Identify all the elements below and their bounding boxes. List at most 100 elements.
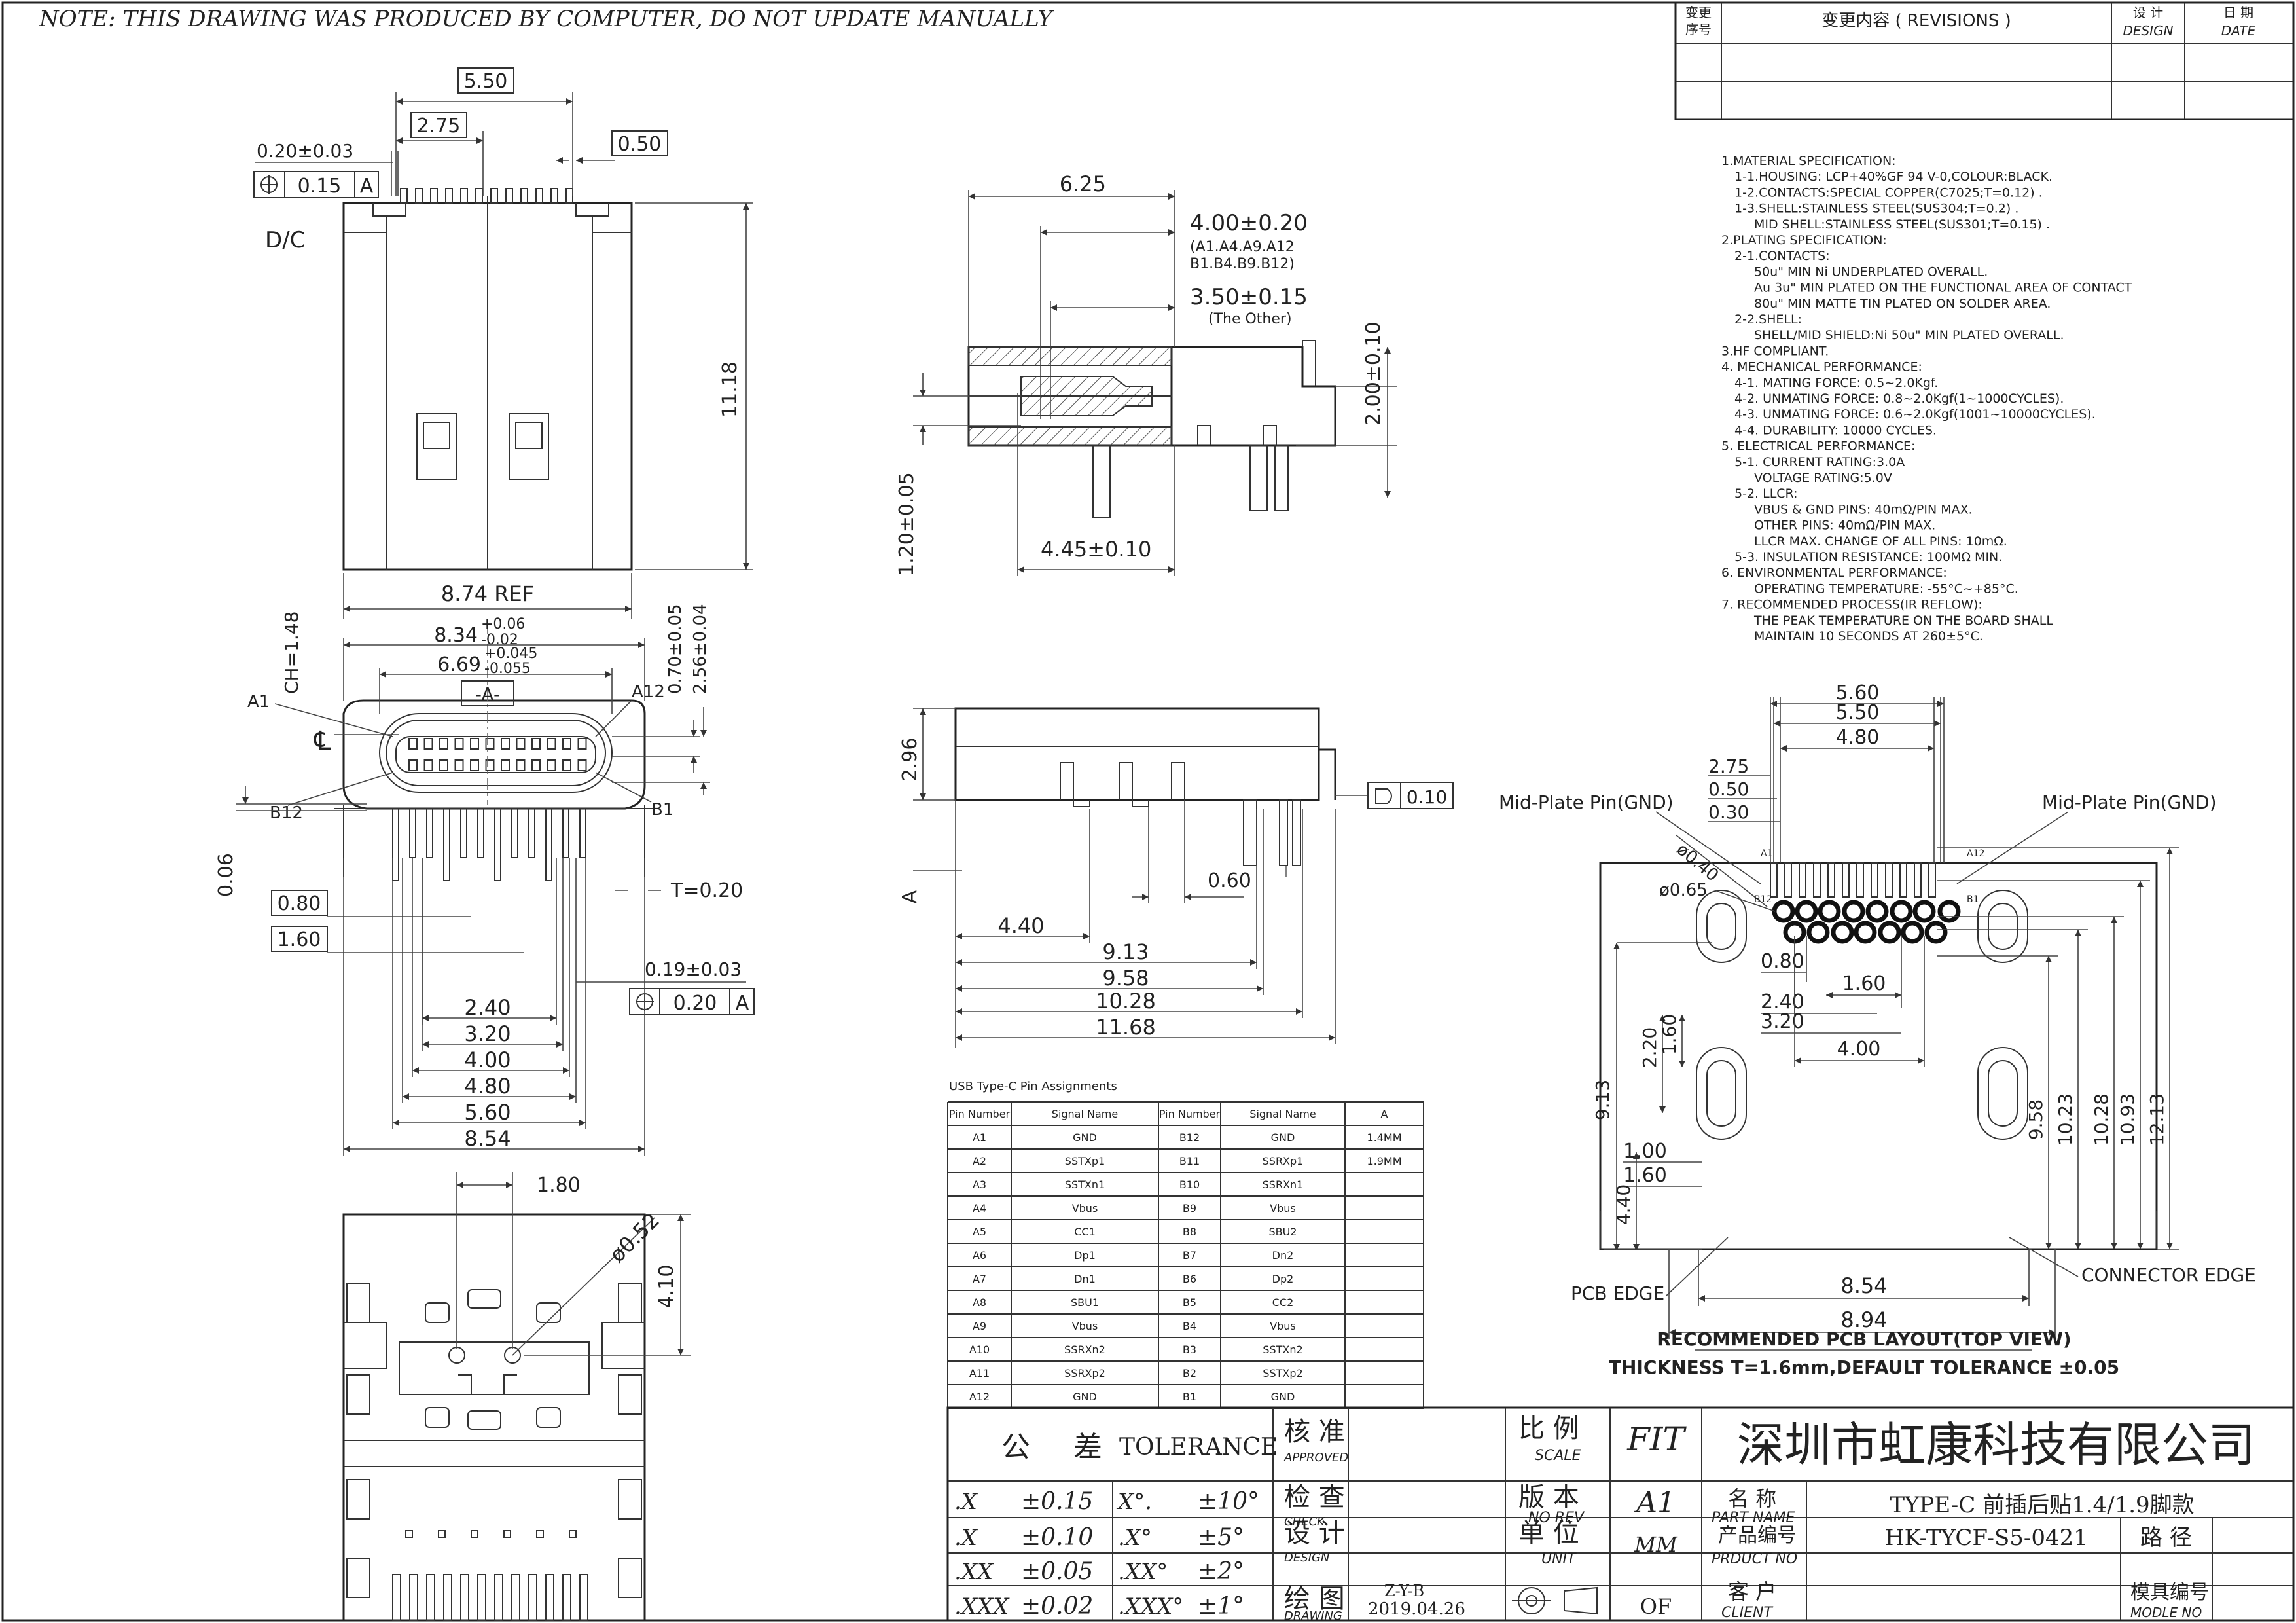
table-cell: B7	[1183, 1249, 1196, 1262]
tol-key: .XX	[954, 1559, 994, 1585]
front-tail	[528, 808, 535, 858]
spec-line: 3.HF COMPLIANT.	[1721, 344, 1829, 358]
design-en: DESIGN	[1284, 1551, 1329, 1565]
dim-1-60: 1.60	[1842, 972, 1886, 995]
dim-0-06: 0.06	[215, 853, 238, 897]
dim-2-75: 2.75	[417, 115, 461, 137]
check-en: CHECK	[1284, 1515, 1325, 1529]
dim-5-50: 5.50	[1836, 701, 1880, 724]
dim-4-00: 4.00±0.20	[1190, 210, 1308, 236]
dim-2-40: 2.40	[1761, 991, 1804, 1013]
bottom-pad	[503, 1530, 511, 1538]
tol-angle-key: X°.	[1116, 1489, 1152, 1515]
fcf-front-datum: A	[736, 992, 749, 1015]
dim-dia-0-65: ø0.65	[1659, 881, 1708, 900]
side-stack-label: 9.58	[1102, 966, 1149, 991]
partname-en: PART NAME	[1712, 1510, 1795, 1526]
dim-1-00: 1.00	[1623, 1140, 1667, 1163]
spec-line: 4. MECHANICAL PERFORMANCE:	[1721, 360, 1922, 374]
table-cell: SSRXn2	[1064, 1343, 1105, 1356]
table-header: A	[1381, 1108, 1388, 1120]
pcb-vertical-dim: 10.93	[2117, 1093, 2138, 1146]
table-cell: A4	[973, 1202, 986, 1214]
pcb-slot-inner	[1988, 903, 2018, 950]
table-cell: GND	[1271, 1131, 1295, 1144]
table-cell: Dn2	[1272, 1249, 1294, 1262]
table-header: Pin Number	[949, 1108, 1011, 1120]
dim-11-18: 11.18	[719, 361, 742, 418]
bottom-tab	[346, 1374, 370, 1415]
dim-4-45: 4.45±0.10	[1041, 537, 1151, 562]
tol-key: .X	[954, 1525, 978, 1551]
top-pin	[520, 188, 528, 204]
company-name: 深圳市虹康科技有限公司	[1737, 1417, 2255, 1472]
pcb-a1: A1	[1761, 848, 1772, 859]
bottom-lead	[579, 1574, 588, 1621]
table-cell: Vbus	[1072, 1320, 1098, 1332]
stack-dim-label: 5.60	[464, 1100, 511, 1125]
pcb-pad-top	[1827, 862, 1835, 898]
dim-1-60-v: 1.60	[1659, 1014, 1680, 1055]
bottom-lead	[443, 1574, 452, 1621]
table-cell: B1	[1183, 1391, 1196, 1403]
table-cell: SBU2	[1268, 1226, 1297, 1238]
dim-2-75: 2.75	[1708, 756, 1749, 777]
pcb-pad-top	[1928, 862, 1936, 898]
bottom-pad	[471, 1530, 478, 1538]
table-cell: 1.9MM	[1367, 1155, 1401, 1167]
drawing-en: DRAWING	[1284, 1609, 1342, 1623]
table-cell: SSTXp2	[1263, 1367, 1302, 1379]
dim-1-60: 1.60	[278, 928, 321, 951]
pcb-b1: B1	[1967, 894, 1979, 905]
centerline-mark: ℄	[314, 726, 331, 756]
pcb-vertical-dim: 9.58	[2025, 1099, 2047, 1140]
front-contact-bottom	[501, 759, 510, 771]
unit-en: UNIT	[1541, 1551, 1577, 1567]
dim-4-00: 4.00	[1837, 1038, 1881, 1061]
bottom-lead	[511, 1574, 520, 1621]
pcb-pad-round	[1795, 900, 1818, 923]
bottom-lead	[409, 1574, 418, 1621]
dim-8-34-up: +0.06	[481, 616, 525, 632]
drawing-cn: 绘 图	[1284, 1584, 1345, 1614]
table-cell: Dn1	[1074, 1273, 1096, 1285]
spec-line: 1-1.HOUSING: LCP+40%GF 94 V-0,COLOUR:BLA…	[1734, 170, 2053, 184]
dim-1-60-b: 1.60	[1623, 1164, 1667, 1187]
rev-en: NO REV	[1528, 1510, 1585, 1526]
front-contact-bottom	[408, 759, 418, 771]
bottom-tab	[618, 1479, 642, 1520]
dim-2-96: 2.96	[899, 738, 922, 782]
spec-line: 5. ELECTRICAL PERFORMANCE:	[1721, 439, 1915, 454]
spec-line: 2-2.SHELL:	[1734, 312, 1802, 327]
spec-line: 5-3. INSULATION RESISTANCE: 100MΩ MIN.	[1734, 550, 2002, 564]
spec-line: Au 3u" MIN PLATED ON THE FUNCTIONAL AREA…	[1754, 281, 2132, 295]
table-cell: A11	[969, 1367, 990, 1379]
datum-a: -A-	[475, 684, 500, 705]
pcb-pad-top	[1799, 862, 1806, 898]
pcb-pad-round	[1890, 900, 1913, 923]
front-contact-top	[439, 738, 448, 750]
check-cn: 检 查	[1284, 1482, 1345, 1512]
tol-value: ±0.05	[1021, 1558, 1093, 1585]
tol-cn-2: 差	[1073, 1431, 1102, 1464]
tol-angle-key: .XXX°	[1118, 1594, 1183, 1620]
drawing-date: 2019.04.26	[1368, 1599, 1465, 1619]
spec-line: 2.PLATING SPECIFICATION:	[1721, 233, 1887, 247]
dim-5-60: 5.60	[1836, 682, 1880, 704]
bottom-lead	[562, 1574, 571, 1621]
thickness-label: T=0.20	[670, 879, 743, 902]
table-cell: Vbus	[1072, 1202, 1098, 1214]
table-header: Signal Name	[1249, 1108, 1316, 1120]
front-contact-top	[547, 738, 556, 750]
bottom-lead	[494, 1574, 503, 1621]
pcb-vertical-dim: 10.28	[2090, 1093, 2112, 1146]
tol-key: .X	[954, 1489, 978, 1515]
dim-4-00-note1: (A1.A4.A9.A12	[1190, 239, 1295, 255]
flatness-value: 0.10	[1407, 786, 1447, 808]
pcb-dim-line	[1714, 890, 1776, 912]
stack-dim-label: 4.00	[464, 1048, 511, 1072]
partno-value: HK-TYCF-S5-0421	[1885, 1525, 2088, 1551]
front-tail	[494, 808, 501, 881]
front-contact-top	[470, 738, 479, 750]
